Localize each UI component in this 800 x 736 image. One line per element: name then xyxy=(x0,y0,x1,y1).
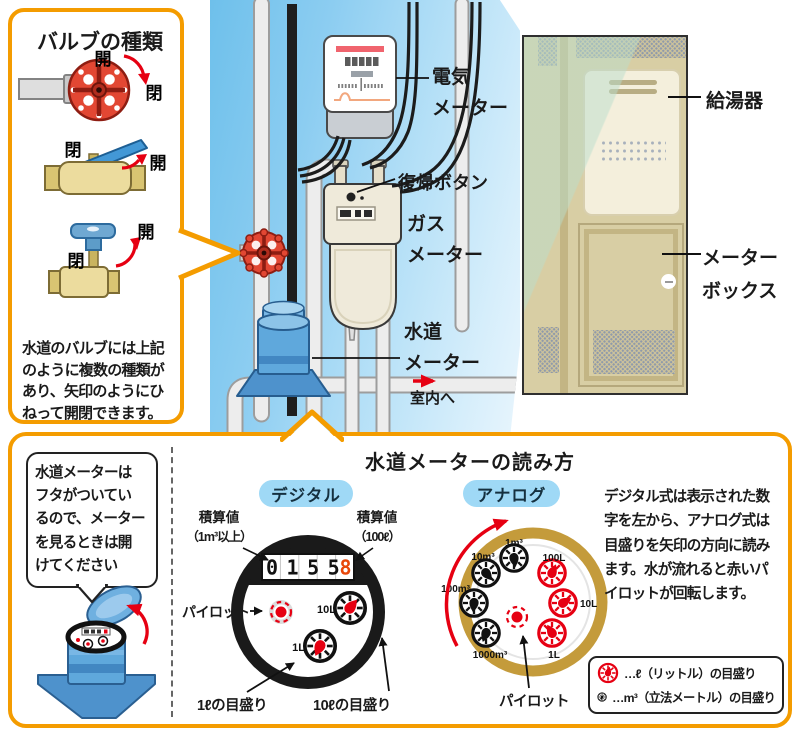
ball-valve-illustration: 閉 開 xyxy=(44,139,167,195)
digital-meter-face: 0155 8 10L 1L xyxy=(231,535,385,689)
valve-types-box: バルブの種類 開 閉 閉 開 xyxy=(8,8,184,424)
speech-bubble: 水道メーターは フタがついてい るので、メーター を見るときは開 けてください xyxy=(26,452,158,588)
meter-box-door xyxy=(578,223,684,387)
pilot-indicator xyxy=(269,600,293,624)
bubble-pointer xyxy=(75,584,109,604)
gas-meter-illustration xyxy=(323,159,402,331)
legend-box: …ℓ（リットル）の目盛り …m³（立法メートル）の目盛り xyxy=(588,656,784,714)
dial-10l-label: 10L xyxy=(317,604,336,616)
door-vent xyxy=(593,330,675,374)
dial-1l-label: 1L xyxy=(292,642,305,654)
digital-display xyxy=(261,553,355,581)
open-close-arrow xyxy=(121,158,141,170)
conduit xyxy=(287,4,297,416)
meter-box-label: メーター xyxy=(702,248,779,269)
reset-button xyxy=(346,192,356,202)
open-close-arrow xyxy=(115,243,137,268)
legend-cubic-row: …m³（立法メートル）の目盛り xyxy=(597,686,776,708)
cables xyxy=(297,1,482,194)
water-meter-illustration xyxy=(236,300,331,397)
electric-meter-illustration xyxy=(323,35,397,139)
dial-1l xyxy=(302,628,338,664)
open-lid-meter-illustration xyxy=(37,585,156,719)
cumulative-label-100l: 積算値 （100ℓ） xyxy=(354,510,401,544)
scale-label-1l: 1ℓの目盛り xyxy=(197,698,268,714)
gas-meter-label: メーター xyxy=(407,245,484,266)
water-meter-label: 水道 xyxy=(404,322,443,343)
open-label: 開 xyxy=(95,50,112,69)
analog-pilot-label: パイロット xyxy=(499,694,570,710)
analog-dial-label-1l: 1L xyxy=(548,650,560,661)
cubic-dial-icon xyxy=(597,692,607,702)
display-digits-black: 0155 xyxy=(266,556,348,580)
open-label: 開 xyxy=(150,154,167,173)
cabinet-vent xyxy=(538,327,559,373)
electric-meter-label: メーター xyxy=(432,98,509,119)
dial-10l xyxy=(332,590,368,626)
cabinet-vent xyxy=(576,37,686,58)
meter-box-cabinet xyxy=(522,35,688,395)
section-divider xyxy=(171,447,173,717)
close-label: 閉 xyxy=(68,252,85,271)
utility-panel xyxy=(210,0,520,437)
reading-description: デジタル式は表示された数 字を左から、アナログ式は 目盛りを矢印の方向に読み ま… xyxy=(604,489,770,603)
analog-dial-label-100l: 100L xyxy=(543,553,566,564)
water-heater-label: 給湯器 xyxy=(706,91,764,112)
close-label: 閉 xyxy=(146,84,163,103)
analog-dial-label-10m3: 10m³ xyxy=(471,552,495,563)
legend-liter-row: …ℓ（リットル）の目盛り xyxy=(597,662,775,684)
indoor-flow-label: 室内へ xyxy=(410,390,456,407)
cumulative-label-m3: 積算値 （1m³以上） xyxy=(186,510,252,544)
analog-pill: アナログ xyxy=(463,480,560,507)
analog-dial-label-100m3: 100m³ xyxy=(441,584,471,595)
cabinet-vent xyxy=(538,37,557,66)
water-heater-panel xyxy=(583,69,681,216)
electric-meter-label: 電気 xyxy=(432,67,471,88)
valve-box-title: バルブの種類 xyxy=(37,31,163,54)
main-water-valve xyxy=(239,228,289,278)
analog-dial-label-1000m3: 1000m³ xyxy=(473,650,508,661)
reset-button-label: 復帰ボタン xyxy=(398,173,488,193)
liter-dial-icon xyxy=(597,662,619,684)
reading-title: 水道メーターの読み方 xyxy=(365,452,575,474)
utility-panel-illustration xyxy=(226,0,520,437)
valve-note: 水道のバルブには上記 のように複数の種類が あり、矢印のようにひ ねって開閉でき… xyxy=(22,340,165,422)
t-handle-valve-illustration: 開 閉 xyxy=(48,223,155,298)
digital-pill: デジタル xyxy=(259,480,353,507)
analog-dial-label-1m3: 1m³ xyxy=(505,538,523,549)
handwheel-valve-illustration: 開 閉 xyxy=(18,50,163,122)
display-digit-red: 8 xyxy=(340,556,352,580)
reading-box-notch xyxy=(280,409,344,442)
valve-callout-pointer xyxy=(178,227,241,281)
pilot-label: パイロット xyxy=(182,604,250,620)
gas-meter-label: ガス xyxy=(407,214,446,235)
analog-dial-label-10l: 10L xyxy=(580,599,597,610)
close-label: 閉 xyxy=(65,141,82,160)
scale-label-10l: 10ℓの目盛り xyxy=(313,698,391,714)
water-meter-label: メーター xyxy=(404,353,481,374)
open-label: 開 xyxy=(138,223,155,242)
meter-box-label: ボックス xyxy=(702,281,778,302)
door-latch xyxy=(661,274,676,289)
